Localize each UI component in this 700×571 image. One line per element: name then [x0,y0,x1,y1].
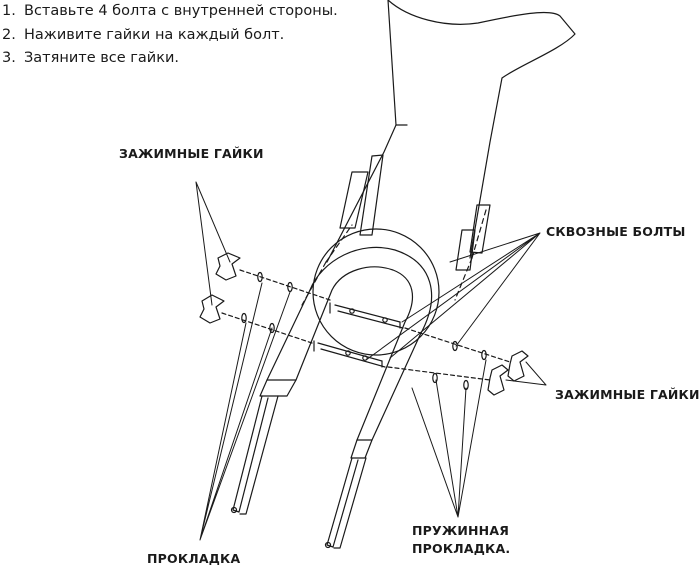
right-clamp-assembly [387,327,529,396]
step-text: Наживите гайки на каждый болт. [24,26,285,43]
step-number: 1. [2,3,16,19]
callout-clamp-nuts-left: ЗАЖИМНЫЕ ГАЙКИ [119,146,264,161]
callout-through-bolts: СКВОЗНЫЕ БОЛТЫ [546,224,686,239]
leader-lines [195,181,547,541]
step-number: 3. [2,50,16,66]
bracket-left [339,171,369,229]
left-upper-clamp-nut [215,252,241,281]
step-text: Вставьте 4 болта с внутренней стороны. [24,3,338,19]
upper-handle [326,0,576,271]
lower-u-handle [259,246,433,459]
callout-clamp-nuts-right: ЗАЖИМНЫЕ ГАЙКИ [555,387,700,402]
left-lower-clamp-nut [199,294,225,324]
callout-washer: ПРОКЛАДКА [147,551,241,566]
callout-spring-washer-line2: ПРОКЛАДКА. [412,541,511,556]
instruction-step: 2. Наживите гайки на каждый болт. [0,24,338,48]
step-text: Затяните все гайки. [24,50,179,66]
step-number: 2. [2,26,16,43]
joint-highlight-circle [312,228,440,356]
callout-spring-washer-line1: ПРУЖИННАЯ [412,523,510,538]
bracket-right [455,229,476,271]
slot-left [359,154,384,236]
through-bolts [313,302,404,368]
right-upper-clamp-nut [507,350,529,382]
instruction-steps-list: 1. Вставьте 4 болта с внутренней стороны.… [0,0,338,71]
left-clamp-assembly [199,252,331,344]
lower-tubes [230,395,367,549]
instruction-step: 1. Вставьте 4 болта с внутренней стороны. [0,0,338,24]
right-lower-clamp-nut [487,364,509,396]
instruction-step: 3. Затяните все гайки. [0,47,338,71]
